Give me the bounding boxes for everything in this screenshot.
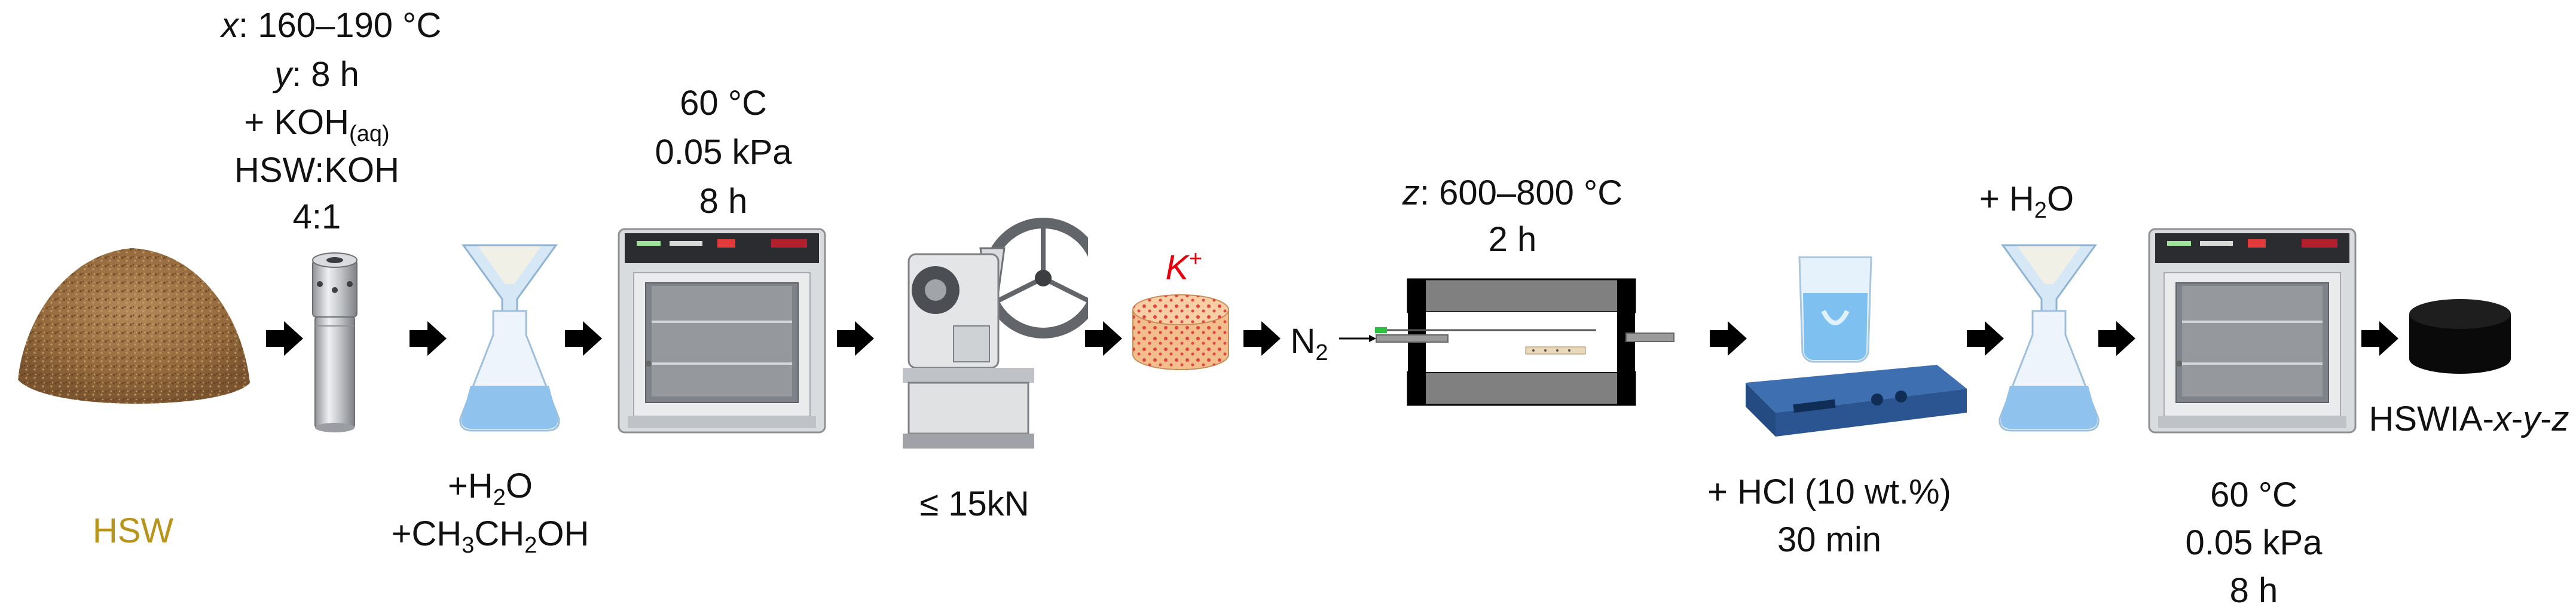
magnetic-stirrer-image	[1722, 245, 1973, 443]
process-arrow-5	[1085, 321, 1122, 356]
wash1-water-label: +H2O	[395, 466, 586, 509]
product-x: x	[2494, 399, 2511, 438]
autoclave-reactor-image	[308, 242, 362, 434]
y-time: : 8 h	[292, 55, 359, 94]
dry2-temperature: 60 °C	[2210, 475, 2297, 514]
potassium-symbol: K	[1165, 248, 1189, 287]
furnace-time-label: 2 h	[1488, 220, 1537, 259]
hsw-pile-image	[12, 230, 254, 425]
eth-part-c: OH	[537, 514, 589, 553]
process-arrow-10	[2361, 321, 2398, 356]
autoclave-time-label: y: 8 h	[221, 55, 412, 94]
vacuum-oven-image-2	[2146, 226, 2358, 435]
y-variable: y	[274, 55, 292, 94]
process-arrow-2	[410, 321, 447, 356]
process-arrow-3	[565, 321, 602, 356]
ratio-label: HSW:KOH	[234, 151, 400, 190]
product-dash-2: -	[2540, 399, 2552, 438]
eth-sub-1: 3	[462, 533, 475, 558]
dry2-time: 8 h	[2229, 571, 2278, 610]
dry1-time: 8 h	[699, 182, 748, 221]
eth-sub-2: 2	[524, 533, 537, 558]
acid-hcl-label: + HCl (10 wt.%)	[1707, 472, 1951, 511]
product-label: HSWIA-x-y-z	[2367, 399, 2571, 439]
o-symbol: O	[505, 466, 533, 505]
process-arrow-8	[1967, 321, 2004, 356]
product-y: y	[2523, 399, 2541, 438]
autoclave-temperature-label: x: 160–190 °C	[221, 6, 441, 45]
potassium-charge: +	[1188, 246, 1202, 272]
koh-label: + KOH(aq)	[221, 103, 412, 145]
process-arrow-6	[1243, 321, 1281, 356]
tablet-press-image	[885, 206, 1088, 458]
wash1-ethanol-label: +CH3CH2OH	[383, 514, 598, 557]
filtration-flask-image-2	[1997, 239, 2101, 434]
tube-furnace-image	[1339, 276, 1698, 414]
dry2-pressure: 0.05 kPa	[2185, 523, 2323, 562]
vacuum-oven-image-1	[616, 226, 828, 435]
product-z: z	[2551, 399, 2569, 438]
product-base: HSWIA-	[2369, 399, 2494, 438]
process-arrow-7	[1710, 321, 1747, 356]
dry1-temperature: 60 °C	[680, 84, 767, 123]
ratio-value: 4:1	[292, 197, 341, 236]
nitrogen-symbol: N	[1290, 322, 1316, 361]
koh-main: + KOH	[244, 103, 350, 142]
nitrogen-subscript: 2	[1315, 340, 1328, 365]
x-variable: x	[221, 6, 239, 45]
pellet-image	[1130, 292, 1232, 376]
dry1-pressure: 0.05 kPa	[655, 133, 792, 172]
h-symbol: +H	[447, 466, 493, 505]
furnace-temperature-label: z: 600–800 °C	[1387, 173, 1638, 213]
hsw-label: HSW	[92, 511, 174, 550]
nitrogen-gas-label: N2	[1279, 322, 1339, 364]
eth-part-b: CH	[474, 514, 525, 553]
wash2-sub: 2	[2034, 198, 2047, 223]
process-arrow-1	[266, 321, 303, 356]
z-variable: z	[1402, 173, 1420, 212]
acid-time-label: 30 min	[1777, 520, 1882, 559]
koh-subscript: (aq)	[349, 121, 390, 147]
eth-part-a: +CH	[391, 514, 462, 553]
wash2-h: + H	[1979, 179, 2034, 218]
wash2-o: O	[2046, 179, 2074, 218]
wash2-water-label: + H2O	[1949, 179, 2104, 222]
x-temperature-range: : 160–190 °C	[239, 6, 442, 45]
z-temperature-range: : 600–800 °C	[1419, 173, 1623, 212]
press-force-label: ≤ 15kN	[919, 484, 1029, 523]
filtration-flask-image-1	[457, 239, 562, 434]
potassium-ion-label: K+	[1148, 248, 1220, 288]
process-arrow-9	[2098, 321, 2135, 356]
product-dash-1: -	[2511, 399, 2523, 438]
h-subscript: 2	[493, 485, 506, 510]
process-arrow-4	[837, 321, 874, 356]
product-pellet-image	[2406, 296, 2514, 380]
